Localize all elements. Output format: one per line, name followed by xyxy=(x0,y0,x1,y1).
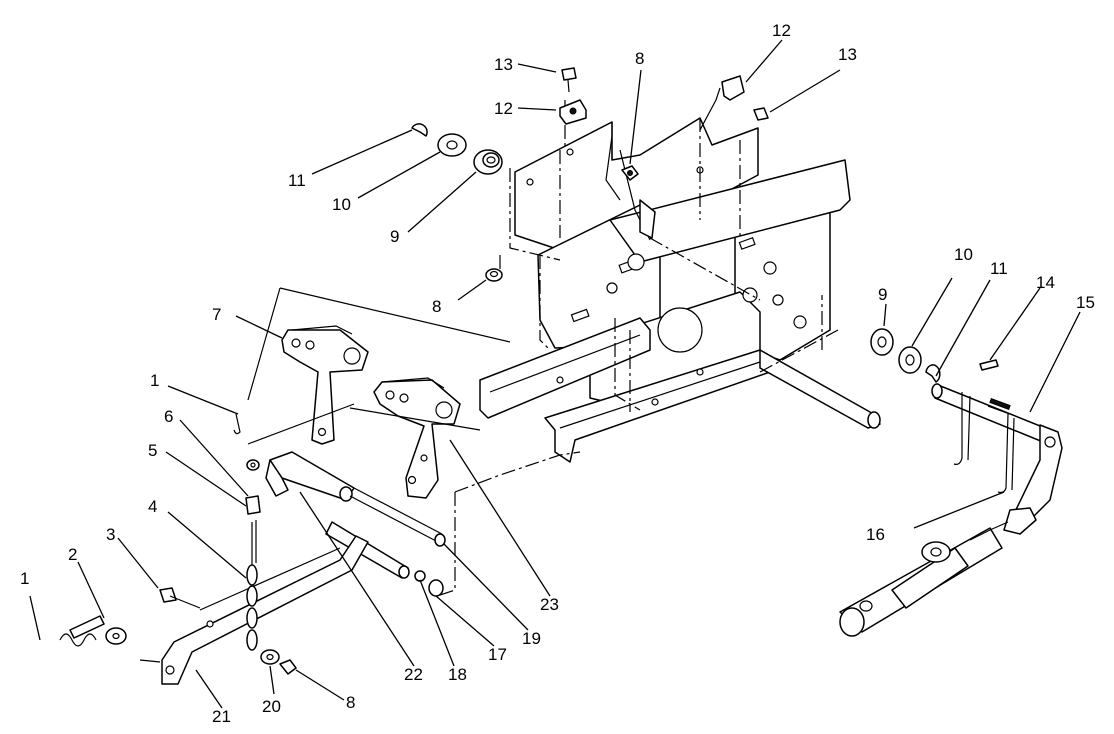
callout-6: 6 xyxy=(164,407,173,426)
top-hardware xyxy=(485,67,769,282)
callout-1-lower: 1 xyxy=(20,569,29,588)
callout-14: 14 xyxy=(1036,273,1055,292)
callout-5: 5 xyxy=(148,441,157,460)
callout-8-bottom: 8 xyxy=(346,693,355,712)
main-frame xyxy=(479,117,881,463)
callout-8-mid: 8 xyxy=(432,297,441,316)
callout-11-left: 11 xyxy=(288,171,306,190)
callout-2: 2 xyxy=(68,545,77,564)
callout-12-left: 12 xyxy=(494,99,513,118)
callout-21: 21 xyxy=(212,707,231,726)
callout-3: 3 xyxy=(106,525,115,544)
callout-17: 17 xyxy=(488,645,507,664)
callout-8-top: 8 xyxy=(635,49,644,68)
right-washers xyxy=(870,328,999,383)
callout-16: 16 xyxy=(866,525,885,544)
callout-18: 18 xyxy=(448,665,467,684)
left-washers xyxy=(411,123,503,175)
callout-9-left: 9 xyxy=(390,227,399,246)
callout-13-right: 13 xyxy=(838,45,857,64)
callout-20: 20 xyxy=(262,697,281,716)
leader-lines xyxy=(29,39,1081,709)
chain xyxy=(246,520,258,651)
callout-22: 22 xyxy=(404,665,423,684)
callout-13-left: 13 xyxy=(494,55,513,74)
callout-9-right: 9 xyxy=(878,285,887,304)
callout-10-left: 10 xyxy=(332,195,351,214)
callout-7: 7 xyxy=(212,305,221,324)
callout-10-right: 10 xyxy=(954,245,973,264)
callout-4: 4 xyxy=(148,497,157,516)
lift-arms xyxy=(247,287,511,499)
callout-11-right: 11 xyxy=(990,259,1008,278)
callout-12-right: 12 xyxy=(772,21,791,40)
callout-23: 23 xyxy=(540,595,559,614)
callout-15: 15 xyxy=(1076,293,1095,312)
callout-19: 19 xyxy=(522,629,541,648)
lower-linkage xyxy=(59,413,446,685)
callouts: 1 1 2 3 4 5 6 7 8 8 8 9 9 10 10 11 11 12… xyxy=(20,21,1095,726)
callout-1-upper: 1 xyxy=(150,371,159,390)
